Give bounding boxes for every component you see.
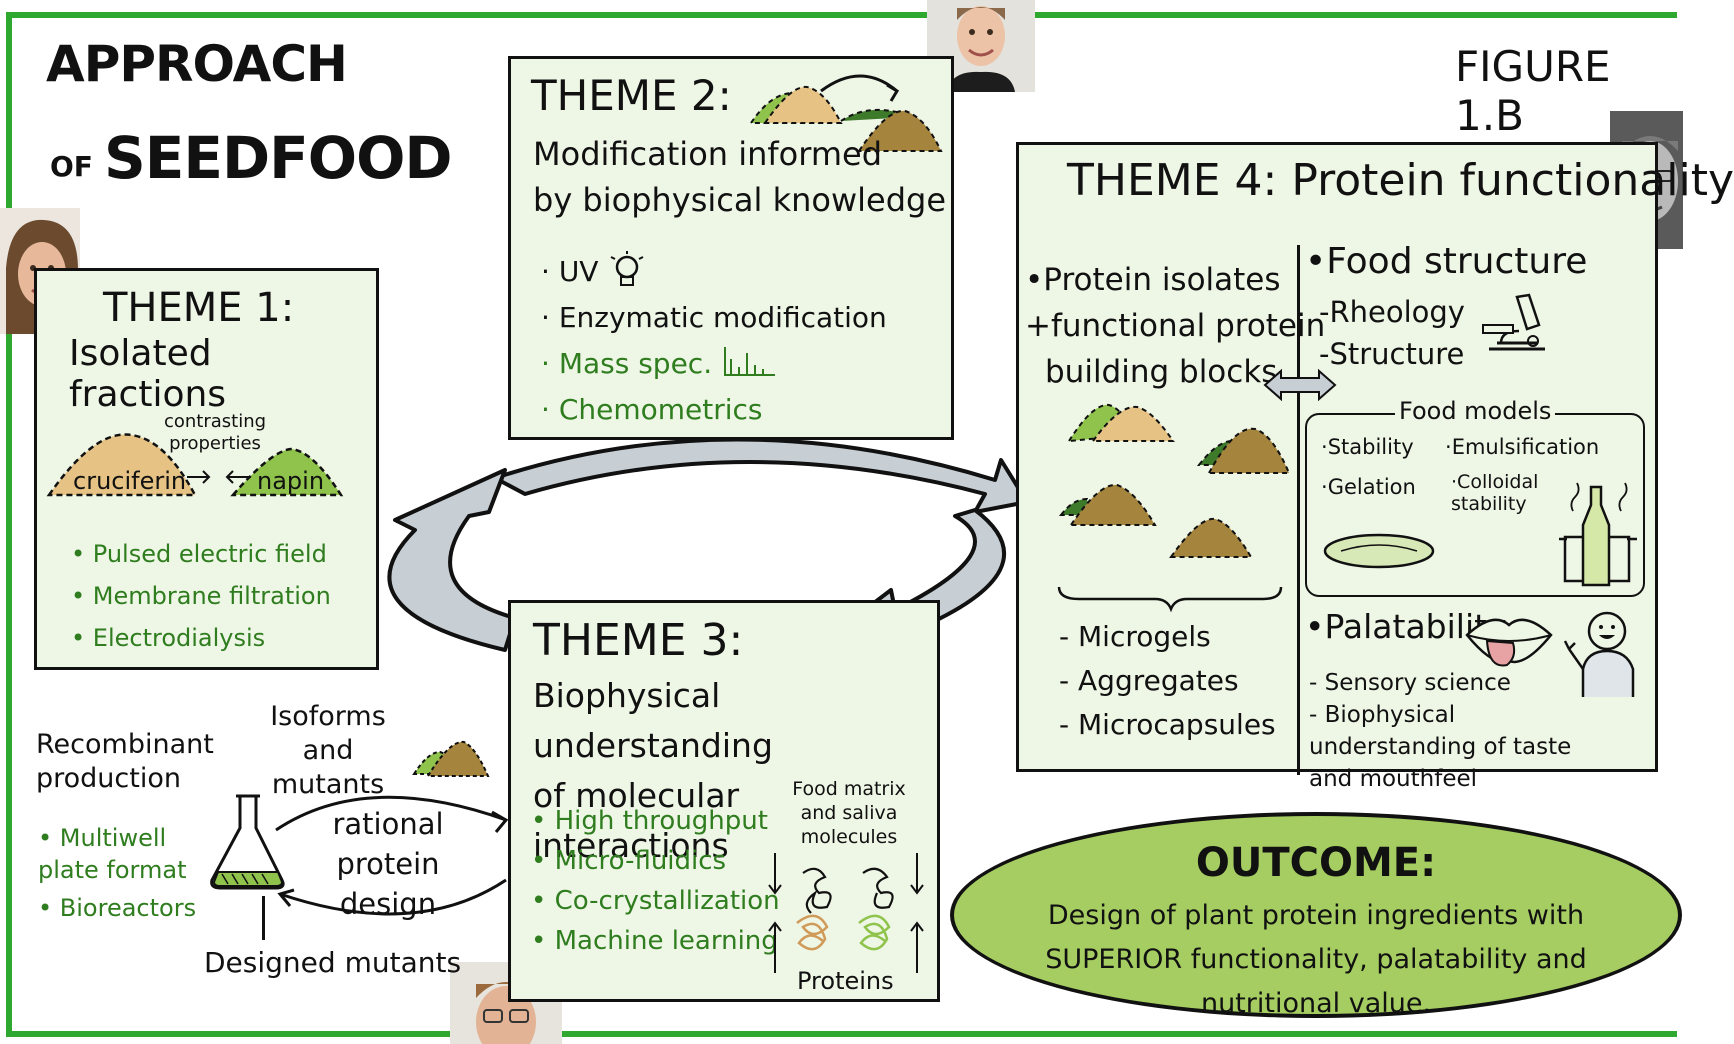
list-item: - Microcapsules	[1059, 708, 1276, 741]
bottle-pot-icon	[1559, 482, 1637, 587]
powder-pile-icon	[46, 433, 344, 497]
recombinant-title: Recombinant production	[36, 729, 214, 794]
theme1-box: THEME 1: Isolated fractions contrasting …	[34, 268, 379, 670]
list-item: · Enzymatic modification	[541, 301, 887, 334]
flask-icon	[210, 794, 285, 890]
theme1-subtitle: Isolated fractions	[69, 333, 227, 415]
theme3-subtitle-line2: of molecular interactions	[533, 776, 740, 865]
list-item: • Membrane filtration	[71, 582, 331, 610]
theme2-subtitle-line1: Modification informed	[533, 135, 882, 173]
rational-design-cycle-icon	[275, 795, 509, 916]
approach-title-line1: APPROACH	[46, 35, 348, 93]
list-item: • Micro-fluidics	[531, 846, 727, 876]
mass-spec-icon	[724, 347, 775, 376]
list-item: - Sensory science	[1309, 670, 1511, 696]
double-arrow-icon	[1263, 368, 1337, 402]
list-item: • Electrodialysis	[71, 624, 266, 652]
model-item-gelation: ·Gelation	[1321, 475, 1416, 499]
food-models-label: Food models	[1395, 397, 1556, 425]
list-item: · Mass spec.	[541, 341, 887, 387]
food-matrix-label: Food matrix and saliva molecules	[792, 778, 906, 848]
theme3-box: THEME 3: Biophysical understanding of mo…	[508, 600, 940, 1002]
list-item: - Aggregates	[1059, 664, 1239, 697]
protein-tangle-icon	[768, 853, 924, 973]
microscope-icon	[1482, 293, 1545, 351]
rational-design-label: rational protein design	[332, 807, 444, 921]
theme3-subtitle-line1: Biophysical understanding	[533, 676, 773, 765]
lightbulb-icon	[610, 251, 644, 286]
model-item-stability: ·Stability	[1321, 435, 1414, 459]
theme4-title: THEME 4: Protein functionality	[1067, 155, 1734, 206]
protein-isolates-line1: •Protein isolates	[1025, 262, 1281, 298]
outcome-ellipse: OUTCOME: Design of plant protein ingredi…	[950, 812, 1682, 1019]
theme4-box: THEME 4: Protein functionality •Protein …	[1016, 142, 1734, 792]
list-item: · Chemometrics	[541, 393, 763, 426]
designed-mutants-label: Designed mutants	[204, 946, 462, 979]
designed-mutants-connector	[262, 896, 265, 940]
food-structure-heading: •Food structure	[1305, 241, 1588, 282]
theme3-bullet-list: • High throughput • Micro-fluidics • Co-…	[531, 801, 780, 961]
cruciferin-label: cruciferin	[73, 467, 187, 495]
list-item: -Rheology	[1319, 295, 1465, 329]
theme4-divider	[1297, 245, 1300, 775]
theme2-item-list: · UV · Enzymatic modification · Mass spe…	[541, 249, 887, 433]
list-item: · UV	[541, 249, 887, 295]
list-item: • Pulsed electric field	[71, 540, 327, 568]
list-item: - Biophysical understanding of taste and…	[1309, 702, 1572, 792]
theme2-subtitle-line2: by biophysical knowledge	[533, 181, 947, 219]
petri-dish-icon	[1323, 533, 1435, 569]
theme2-title: THEME 2:	[531, 71, 732, 120]
outcome-text: Design of plant protein ingredients with…	[1045, 900, 1587, 1019]
approach-of: OF	[50, 150, 93, 183]
building-blocks-list: - Microgels - Aggregates - Microcapsules	[1059, 615, 1276, 747]
list-item: • Machine learning	[531, 926, 778, 956]
theme1-title: THEME 1:	[103, 285, 295, 331]
palatability-list: - Sensory science - Biophysical understa…	[1309, 667, 1589, 795]
isoforms-label: Isoforms and mutants	[270, 701, 386, 800]
protein-isolates-line2: +functional protein	[1025, 308, 1326, 344]
protein-isolates-heading: •Protein isolates +functional protein bu…	[1025, 257, 1325, 395]
proteins-label: Proteins	[797, 967, 894, 995]
theme3-subtitle: Biophysical understanding of molecular i…	[533, 671, 937, 871]
lips-icon	[1465, 618, 1553, 667]
list-item: • Co-crystallization	[531, 886, 780, 916]
food-structure-list: -Rheology -Structure	[1319, 291, 1465, 375]
theme3-title: THEME 3:	[533, 615, 744, 666]
list-item: • Bioreactors	[38, 894, 197, 922]
model-item-emulsification: ·Emulsification	[1445, 435, 1600, 459]
list-item: - Microgels	[1059, 620, 1211, 653]
powder-pile-icon	[749, 74, 943, 152]
theme2-box: THEME 2: Modification informed by biophy…	[508, 56, 954, 440]
protein-isolates-line3: building blocks	[1045, 354, 1278, 390]
list-item: -Structure	[1319, 337, 1465, 371]
powder-pile-icon	[1057, 403, 1291, 613]
outcome-title: OUTCOME:	[1195, 840, 1437, 886]
model-item-colloidal: ·Colloidal stability	[1451, 471, 1539, 515]
napin-label: napin	[257, 467, 325, 495]
powder-pile-icon	[412, 740, 490, 777]
list-item: • High throughput	[531, 806, 768, 836]
theme1-bullet-list: • Pulsed electric field • Membrane filtr…	[71, 533, 331, 659]
contrasting-properties-label: contrasting properties	[163, 411, 267, 454]
theme2-subtitle: Modification informed by biophysical kno…	[533, 131, 946, 223]
list-item: • Multiwell plate format	[38, 824, 187, 884]
recombinant-bullet-list: • Multiwell plate format • Bioreactors	[38, 822, 218, 924]
figure-frame	[6, 12, 1677, 1037]
smiley-person-icon	[1563, 611, 1635, 697]
approach-title-line2: SEEDFOOD	[104, 124, 453, 192]
figure-label: FIGURE 1.B	[1455, 42, 1611, 140]
